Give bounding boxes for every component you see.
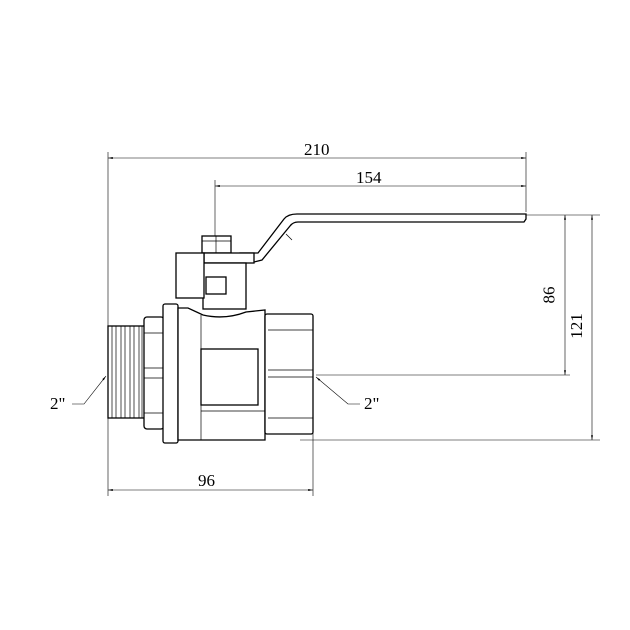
dim-label-86: 86 bbox=[539, 286, 559, 304]
dim-label-210: 210 bbox=[304, 140, 330, 159]
leader-right bbox=[315, 376, 360, 405]
right-hex bbox=[264, 313, 314, 435]
dim-label-121: 121 bbox=[566, 313, 586, 339]
dim-label-96: 96 bbox=[198, 471, 215, 490]
handle bbox=[239, 213, 527, 263]
valve-body bbox=[177, 307, 266, 441]
male-thread bbox=[107, 325, 147, 419]
dimension-lines bbox=[72, 157, 593, 491]
flange bbox=[162, 303, 179, 444]
left-hex bbox=[143, 316, 165, 430]
thread-label-left: 2" bbox=[50, 394, 66, 413]
stem bbox=[175, 235, 255, 310]
thread-label-right: 2" bbox=[364, 394, 380, 413]
dim-label-154: 154 bbox=[356, 168, 382, 187]
leader-left bbox=[72, 375, 107, 405]
extension-lines bbox=[107, 152, 600, 496]
